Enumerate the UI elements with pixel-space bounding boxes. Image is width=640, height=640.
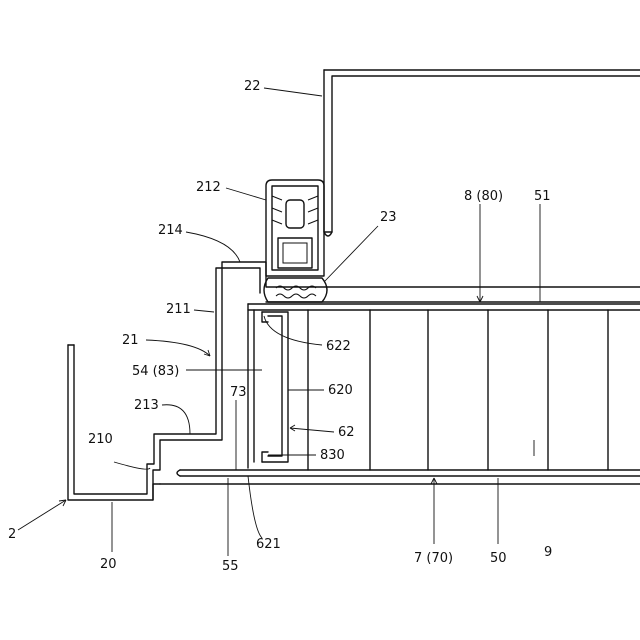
label-214: 214: [158, 223, 183, 238]
label-7-70: 7 (70): [414, 551, 453, 566]
frame-member-2: [68, 262, 640, 500]
label-22: 22: [244, 79, 261, 94]
label-73: 73: [230, 385, 247, 400]
core-cells-9: [308, 310, 608, 470]
label-620: 620: [328, 383, 353, 398]
label-23: 23: [380, 210, 397, 225]
weather-strip-212: [266, 180, 324, 276]
label-621: 621: [256, 537, 281, 552]
label-9: 9: [544, 545, 552, 560]
label-20: 20: [100, 557, 117, 572]
label-2: 2: [8, 527, 16, 542]
label-622: 622: [326, 339, 351, 354]
label-62: 62: [338, 425, 355, 440]
label-830: 830: [320, 448, 345, 463]
profile-62: [262, 312, 288, 462]
label-211: 211: [166, 302, 191, 317]
upper-panel-22: [324, 70, 640, 236]
label-213: 213: [134, 398, 159, 413]
label-51: 51: [534, 189, 551, 204]
label-50: 50: [490, 551, 507, 566]
leader-lines: [18, 88, 540, 556]
seal-23: [264, 278, 327, 302]
label-21: 21: [122, 333, 139, 348]
label-210: 210: [88, 432, 113, 447]
label-54-83: 54 (83): [132, 364, 179, 379]
label-8-80: 8 (80): [464, 189, 503, 204]
label-212: 212: [196, 180, 221, 195]
label-55: 55: [222, 559, 239, 574]
